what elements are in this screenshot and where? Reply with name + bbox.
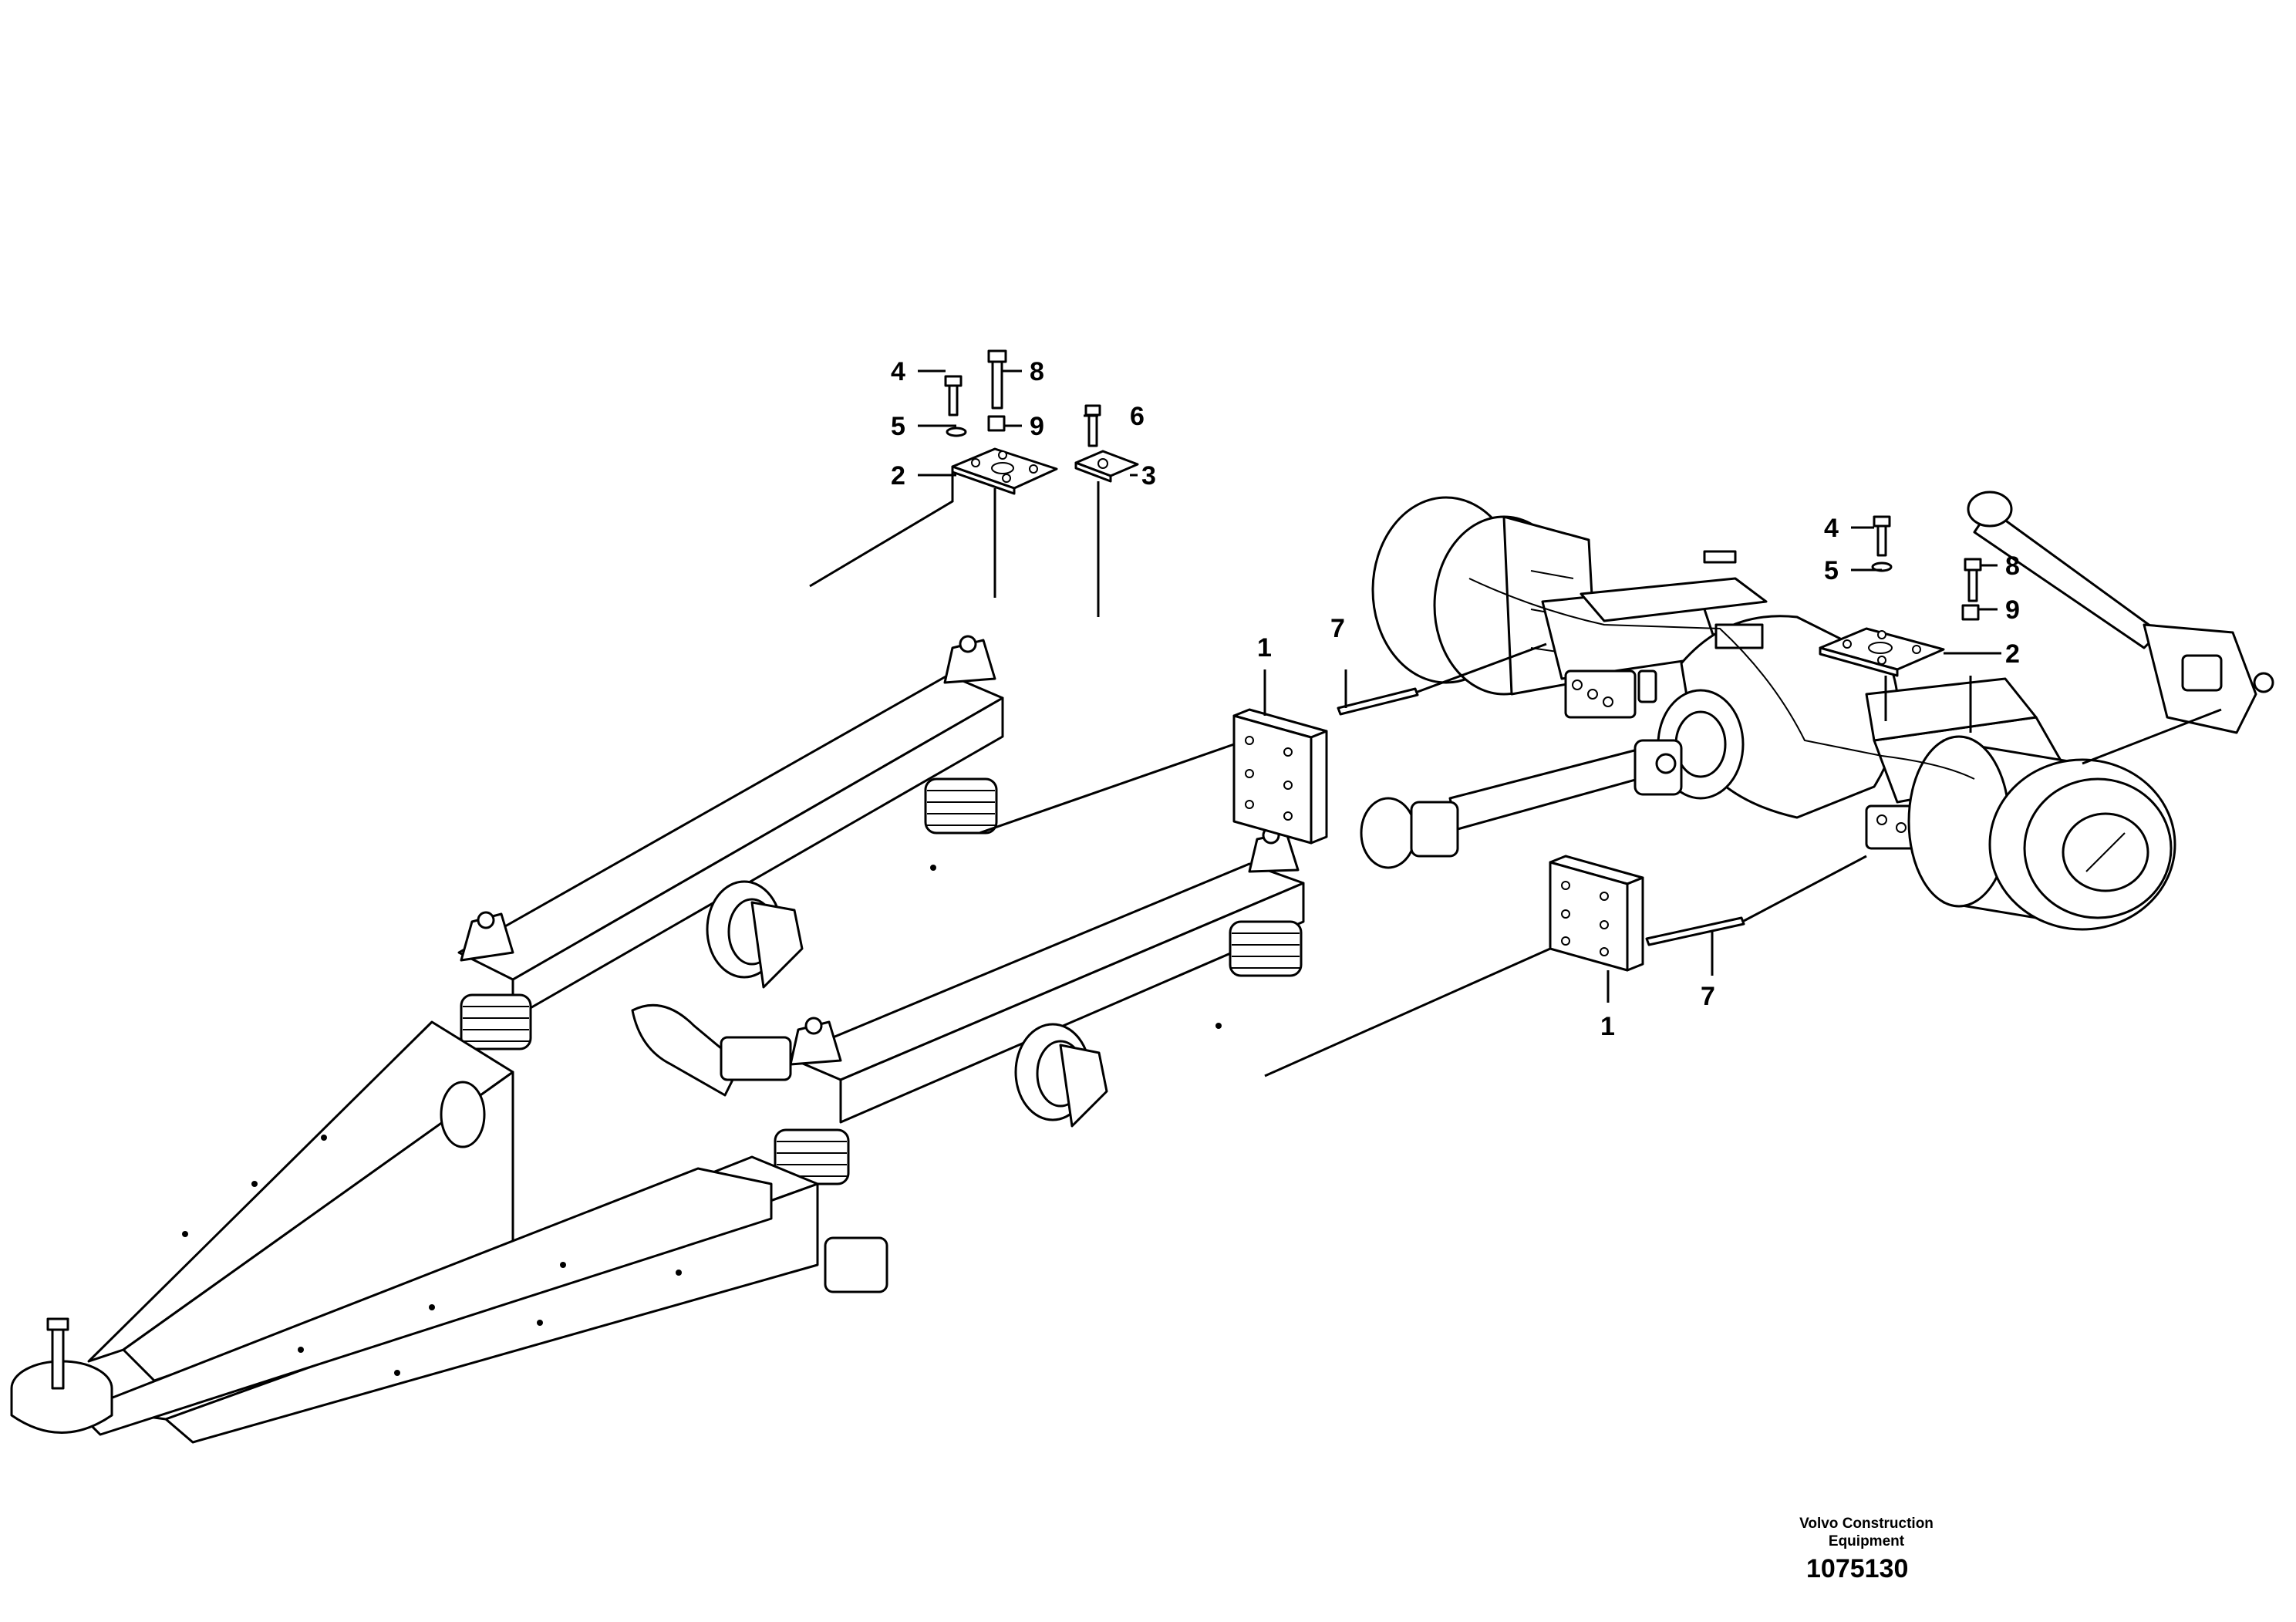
callout-8-lower: 8 [2005, 551, 2020, 581]
pin-7-upper [1337, 687, 1419, 716]
callout-7-lower: 7 [1701, 982, 1715, 1011]
brand-line-2: Equipment [1828, 1533, 1905, 1549]
spring-stack [460, 777, 998, 1050]
bolt-4-upper [944, 375, 963, 416]
bolt-6 [1084, 404, 1101, 447]
callout-1-upper: 1 [1257, 633, 1272, 663]
bolt-4-lower [1873, 515, 1891, 557]
callout-6: 6 [1130, 402, 1145, 431]
drawing-reference-number: 1075130 [1806, 1554, 1909, 1583]
washer-5-upper [946, 427, 967, 437]
axle-assembly [1360, 491, 2274, 931]
plate-3 [1074, 450, 1139, 483]
plate-2-lower [1819, 627, 1945, 677]
frame-rivets [182, 865, 1222, 1376]
pin-7-lower [1645, 916, 1745, 946]
pad-1-lower [1549, 855, 1644, 972]
bolt-8-upper [987, 349, 1007, 410]
bogie-frame-assembly [10, 635, 1305, 1444]
callout-3: 3 [1141, 461, 1156, 491]
pad-1-upper [1232, 708, 1328, 845]
spacer-9-upper [987, 415, 1006, 432]
callout-4-upper: 4 [891, 357, 905, 386]
callout-7-upper: 7 [1330, 614, 1345, 643]
spacer-9-lower [1961, 604, 1980, 621]
callout-2-upper: 2 [891, 461, 905, 491]
leader-lines [809, 369, 2222, 1077]
front-mount-bracket [10, 1317, 113, 1434]
callout-labels: 4 8 5 9 6 2 3 4 5 8 9 2 1 7 7 1 [891, 357, 2020, 1041]
plate-2-upper [951, 447, 1058, 495]
callout-2-lower: 2 [2005, 639, 2020, 669]
drive-shaft [1360, 739, 1683, 869]
callout-1-lower: 1 [1600, 1012, 1615, 1041]
pivot-hub [706, 880, 1108, 1128]
brand-label: Volvo Construction Equipment [1774, 1515, 1959, 1550]
right-wheel-hub [1907, 735, 2176, 931]
callout-5-upper: 5 [891, 412, 905, 441]
torque-rod [1967, 491, 2274, 734]
callout-4-lower: 4 [1824, 514, 1839, 543]
bolt-8-lower [1964, 558, 1982, 602]
callout-9-lower: 9 [2005, 595, 2020, 625]
callout-8-upper: 8 [1030, 357, 1044, 386]
callout-5-lower: 5 [1824, 556, 1839, 585]
brand-line-1: Volvo Construction [1799, 1516, 1934, 1532]
loose-parts [944, 349, 1982, 972]
callout-9-upper: 9 [1030, 412, 1044, 441]
